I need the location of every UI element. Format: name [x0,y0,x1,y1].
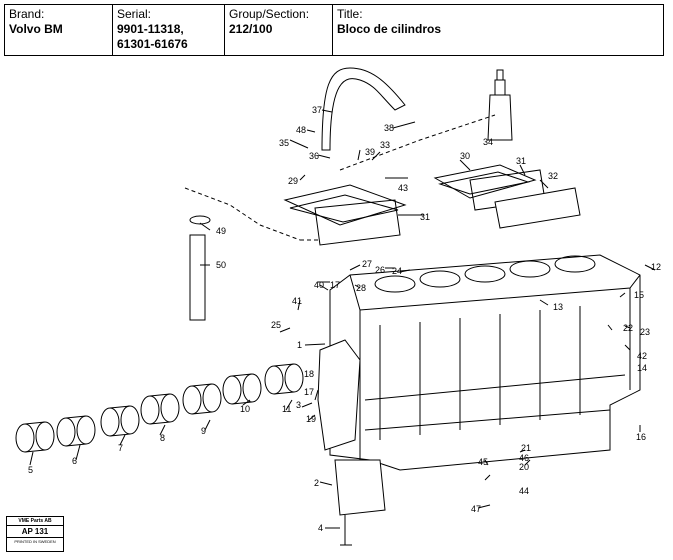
part-label: 13 [553,302,563,312]
part-label: 41 [292,296,302,306]
brand-cell: Brand: Volvo BM [5,5,113,55]
part-label: 46 [519,453,529,463]
part-label: 15 [634,290,644,300]
group-value: 212/100 [229,22,273,36]
group-label: Group/Section: [229,7,310,21]
part-label: 39 [365,147,375,157]
part-label: 49 [216,226,226,236]
part-label: 6 [72,456,77,466]
part-label: 33 [380,140,390,150]
part-label: 4 [318,523,323,533]
part-label: 20 [519,462,529,472]
serial-cell: Serial: 9901-11318, 61301-61676 [113,5,225,55]
brand-label: Brand: [9,7,45,21]
part-label: 14 [637,363,647,373]
part-label: 24 [392,266,402,276]
part-label: 36 [309,151,319,161]
part-label: 9 [201,426,206,436]
stamp-line-1: VME Parts AB [18,518,52,524]
part-label: 12 [651,262,661,272]
part-label: 16 [636,432,646,442]
stamp-line-2: AP 131 [7,525,63,538]
bushings [15,363,304,453]
part-label: 22 [623,323,633,333]
part-label: 30 [460,151,470,161]
part-label: 35 [279,138,289,148]
part-label: 11 [282,404,291,414]
part-label: 26 [375,265,385,275]
part-label: 47 [471,504,481,514]
part-label: 7 [118,443,123,453]
part-label: 45 [478,457,488,467]
stamp-line-3: PRINTED IN SWEDEN [14,539,56,544]
serial-label: Serial: [117,7,152,21]
part-label: 50 [216,260,226,270]
part-label: 18 [304,369,314,379]
part-label: 23 [640,327,650,337]
part-label: 31 [420,212,430,222]
part-label: 25 [271,320,281,330]
part-label: 19 [306,414,316,424]
header-table: Brand: Volvo BM Serial: 9901-11318, 6130… [4,4,664,56]
title-label: Title: [337,7,363,21]
group-cell: Group/Section: 212/100 [225,5,333,55]
brand-value: Volvo BM [9,22,63,36]
part-label: 34 [483,137,493,147]
part-label: 37 [312,105,322,115]
part-label: 28 [356,283,366,293]
serial-value-1: 9901-11318, [117,22,184,36]
part-label: 40 [314,280,324,290]
part-label: 10 [240,404,250,414]
part-label: 2 [314,478,319,488]
part-label: 29 [288,176,298,186]
part-label: 17 [304,387,314,397]
part-label: 1 [297,340,302,350]
part-label: 8 [160,433,165,443]
part-label: 32 [548,171,558,181]
part-label: 42 [637,351,647,361]
serial-value-2: 61301-61676 [117,37,188,51]
part-label: 43 [398,183,408,193]
part-label: 44 [519,486,529,496]
part-label: 3 [296,400,301,410]
part-label: 48 [296,125,306,135]
title-value: Bloco de cilindros [337,22,442,36]
publisher-stamp: VME Parts AB AP 131 PRINTED IN SWEDEN [6,516,64,552]
part-label: 31 [516,156,526,166]
part-label: 17 [330,280,340,290]
part-label: 21 [521,443,531,453]
part-label: 5 [28,465,33,475]
part-label: 27 [362,259,372,269]
engine-block-illustration: 37 38 48 35 36 33 39 30 31 32 34 29 43 4… [15,67,661,546]
exploded-parts-drawing: 37 38 48 35 36 33 39 30 31 32 34 29 43 4… [0,60,673,560]
title-cell: Title: Bloco de cilindros [333,5,663,55]
part-label: 38 [384,123,394,133]
